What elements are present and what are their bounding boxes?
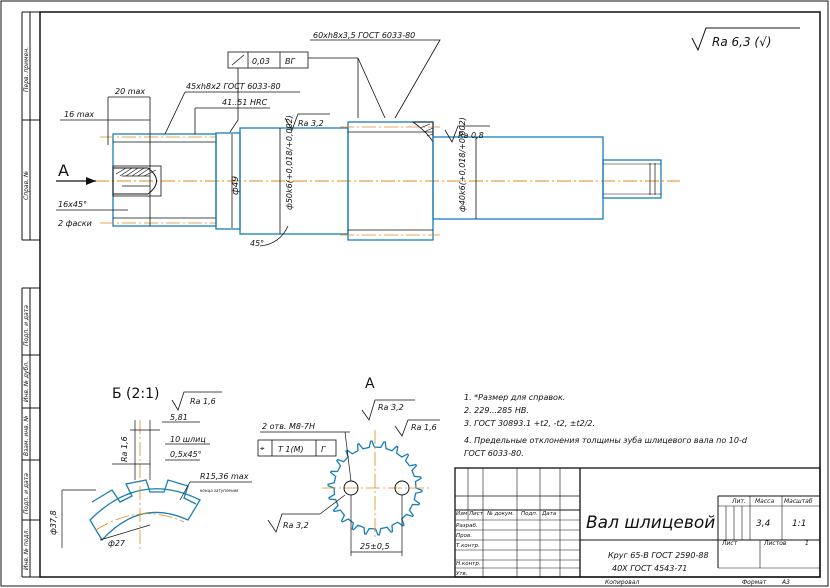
section-b-581: 5,81 (170, 413, 188, 422)
view-a-25: 25±0,5 (360, 542, 390, 551)
section-b-note-small: конца затупления (200, 488, 239, 493)
sheet-label: Лист (721, 540, 738, 547)
position-symbol: ⌖ (260, 444, 265, 453)
side-label-7: Инв. № подл. (23, 529, 30, 570)
section-b-chamfer: 0,5x45° (170, 450, 202, 459)
side-label-2: Справ. № (23, 171, 30, 200)
section-b-d378: ф37,8 (49, 510, 58, 535)
side-label-4: Инв. № дубл. (23, 361, 30, 402)
spline-left-label: 45xh8x2 ГОСТ 6033-80 (186, 82, 281, 91)
section-b-ra16-vert: Ra 1,6 (120, 436, 129, 462)
title-block: Изм Лист № докум. Подп. Дата Разраб. Про… (454, 467, 821, 586)
position-tol: T 1(M) (278, 445, 304, 454)
section-b-10shlic: 10 шлиц (170, 435, 206, 444)
view-a-ra32-left: Ra 3,2 (283, 521, 309, 530)
shaft-main-view (95, 121, 680, 241)
len-20max: 20 max (115, 87, 145, 96)
runout-base: ВГ (285, 57, 295, 66)
mass-value: 3,4 (756, 519, 771, 529)
row-razrab: Разраб. (456, 523, 478, 529)
scale-value: 1:1 (792, 519, 806, 529)
general-roughness-symbol: Ra 6,3 (√) (691, 27, 800, 52)
ra08-main: Ra 0,8 (458, 131, 484, 140)
section-b-label: Б (2:1) (112, 386, 160, 402)
spline-main-label: 60xh8x3,5 ГОСТ 6033-80 (313, 31, 415, 40)
mass-label: Масса (755, 498, 774, 505)
note-4-cont: ГОСТ 6033-80. (464, 449, 524, 458)
format-label: Формат (742, 579, 767, 586)
col-sign: Подп. (521, 511, 538, 517)
col-doc: № докум. (486, 511, 514, 517)
section-b-ra16: Ra 1,6 (190, 397, 216, 406)
dia-50k6: ф50k6(+0,018/+0,002) (285, 115, 294, 210)
material-line-1: Круг 65-В ГОСТ 2590-88 (608, 551, 709, 560)
view-a-end: A 2 отв. М8-7Н ⌖ T 1(M) Г Ra 3,2 Ra 1,6 … (257, 376, 440, 556)
col-list: Лист (468, 511, 484, 517)
section-b: Б (2:1) Ra 1,6 5,81 10 шлиц 0,5x45° Ra 1… (49, 386, 252, 550)
position-base: Г (321, 445, 326, 454)
row-utv: Утв. (456, 571, 468, 577)
col-izm: Изм (456, 511, 467, 517)
dia-49: ф49 (231, 176, 241, 195)
row-tkontr: Т.контр. (456, 543, 480, 549)
note-3: 3. ГОСТ 30893.1 +t2, -t2, ±t2/2. (464, 419, 595, 428)
main-view-dimensions: 60xh8x3,5 ГОСТ 6033-80 0,03 ВГ 45xh8x2 Г… (56, 31, 490, 248)
side-label-6: Подп. и дата (23, 473, 30, 514)
side-stamp-bottom (21, 287, 40, 578)
chamfer-label: 16x45° (58, 200, 87, 209)
general-roughness-text: Ra 6,3 (√) (712, 35, 771, 49)
holes-label: 2 отв. М8-7Н (262, 422, 315, 431)
len-16max: 16 max (64, 110, 94, 119)
angle-45: 45° (250, 239, 264, 248)
section-b-sector (89, 488, 201, 542)
inner-frame (39, 11, 821, 578)
side-label-3: Подп. и дата (23, 305, 30, 346)
scale-label: Масштаб (784, 498, 813, 505)
hardness-label: 41..51 HRC (222, 98, 268, 107)
side-label-1: Перв. примен. (23, 47, 30, 92)
part-name: Вал шлицевой (586, 513, 715, 533)
row-nkontr: Н.контр. (456, 561, 481, 567)
runout-value: 0,03 (252, 57, 270, 66)
sheets-value: 1 (805, 540, 809, 547)
view-a-label: A (58, 161, 69, 180)
view-a-ra32: Ra 3,2 (378, 403, 404, 412)
note-1: 1. *Размер для справок. (464, 393, 565, 402)
sheets-label: Листов (763, 540, 787, 547)
technical-notes: 1. *Размер для справок. 2. 229...285 НВ.… (464, 393, 748, 458)
material-line-2: 40Х ГОСТ 4543-71 (612, 564, 687, 573)
format-value: А3 (781, 579, 790, 586)
ra32-main: Ra 3,2 (298, 119, 324, 128)
view-a2-label: A (365, 376, 375, 392)
side-label-5: Взам. инв. № (23, 415, 30, 456)
copied-label: Копировал (605, 579, 639, 586)
note-2: 2. 229...285 НВ. (464, 406, 529, 415)
dia-40k6: ф40k6(+0,018/+0,002) (458, 117, 467, 212)
chamfer-note: 2 фаски (58, 219, 92, 228)
view-a-ra16: Ra 1,6 (411, 423, 437, 432)
side-stamp-top (21, 11, 40, 241)
row-prov: Пров. (456, 533, 472, 539)
note-4: 4. Предельные отклонения толщины зуба шл… (464, 436, 748, 445)
section-b-d27: ф27 (108, 539, 126, 548)
col-date: Дата (541, 511, 557, 517)
section-b-r1536: R15,36 max (200, 472, 249, 481)
lit-label: Лит. (731, 498, 746, 505)
